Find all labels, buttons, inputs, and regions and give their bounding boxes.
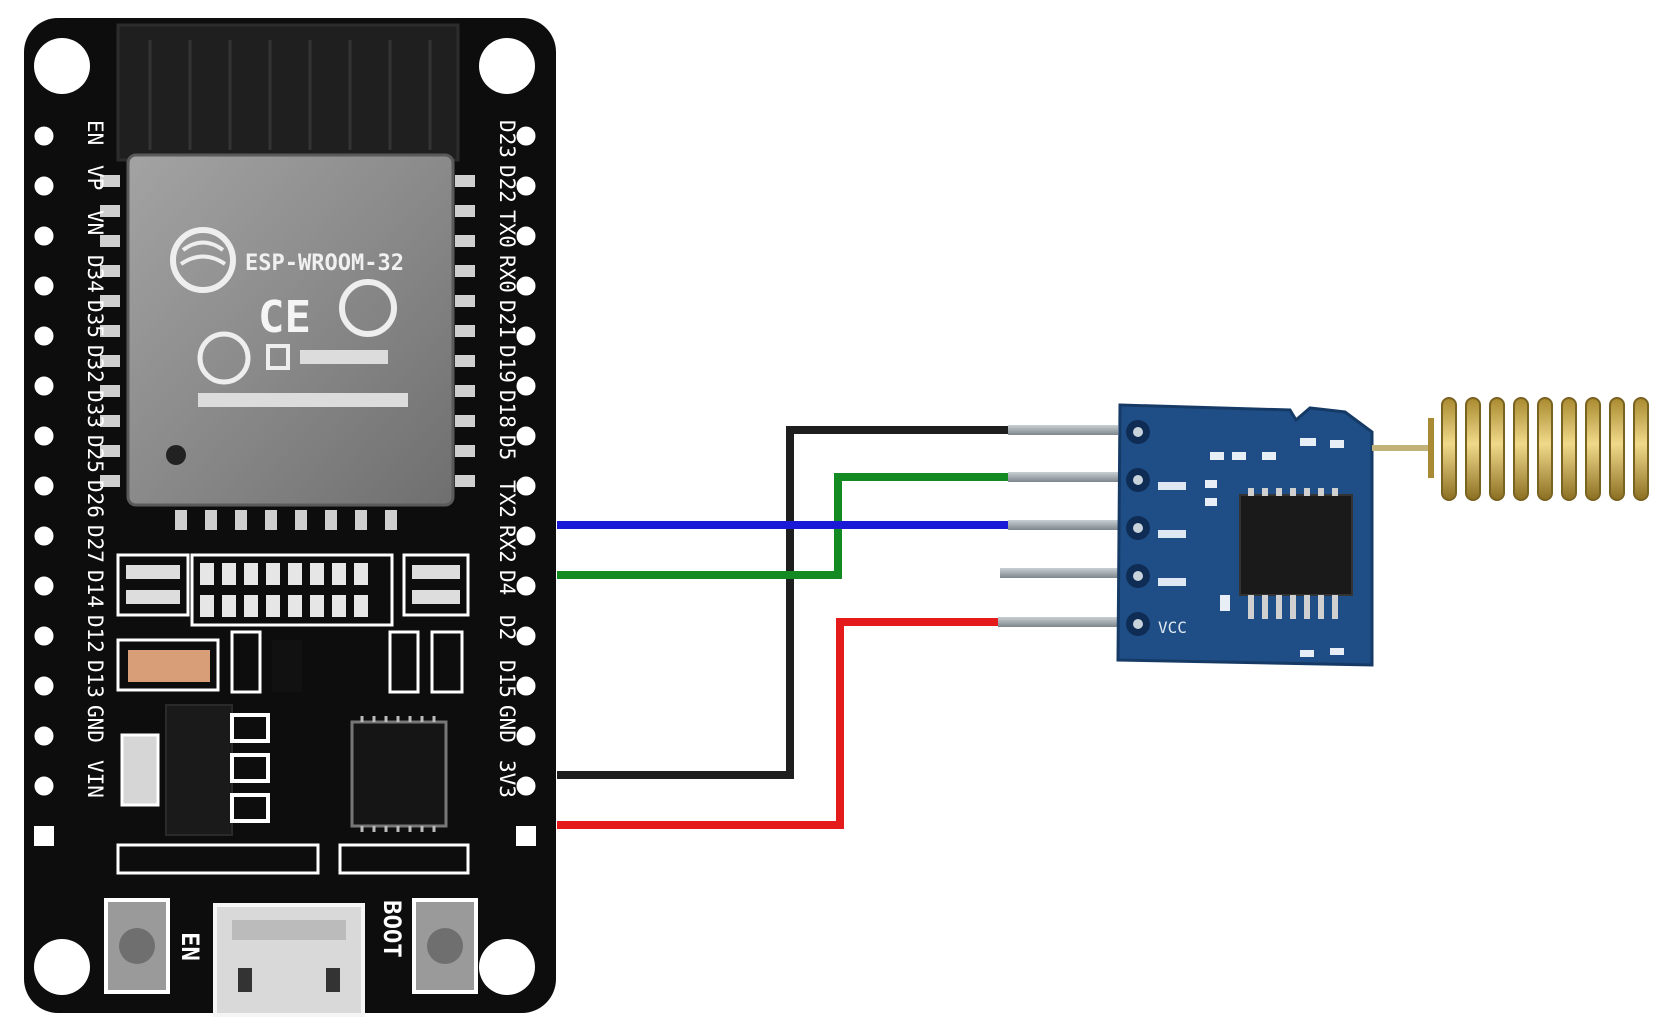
right-header [511,121,541,850]
pin-label-tx2: TX2 [495,480,519,518]
pin-label-d35: D35 [83,300,107,338]
en-button-label: EN [176,932,204,961]
wire-3v3-red [557,618,998,829]
pin-label-rx0: RX0 [495,255,519,293]
espressif-seal-icon [339,279,397,337]
pin-label-d12: D12 [83,615,107,653]
rf-module: VCC [998,403,1432,667]
pin-label-vn: VN [83,210,107,235]
mounting-hole-bottom-right [479,939,535,995]
pin-label-d5: D5 [495,435,519,460]
pin-label-d13: D13 [83,660,107,698]
pin-label-d2: D2 [495,615,519,640]
micro-usb-port[interactable] [213,903,365,1017]
pin-label-d21: D21 [495,300,519,338]
pin-label-d34: D34 [83,255,107,293]
espressif-logo-icon [170,227,236,293]
pin-label-d14: D14 [83,570,107,608]
pin-label-rx2: RX2 [495,525,519,563]
capacitor-outline [116,638,220,692]
pin-label-d33: D33 [83,390,107,428]
voltage-regulator [120,704,270,836]
pin-label-d26: D26 [83,480,107,518]
pin-label-en: EN [83,120,107,145]
smd-component-row [116,553,470,627]
usb-uart-chip [350,716,448,832]
left-header [29,121,59,850]
en-button[interactable] [104,898,170,994]
pin-label-d23: D23 [495,120,519,158]
boot-button[interactable] [412,898,478,994]
pin-label-vp: VP [83,165,107,190]
pin-label-gnd-left: GND [83,705,107,743]
rf-header-pins [998,425,1118,627]
esp32-board: ESP-WROOM-32 CE [24,18,556,1017]
pin-label-vin: VIN [83,760,107,798]
pin-label-tx0: TX0 [495,210,519,248]
rf-transceiver-chip [1239,488,1353,619]
pin-label-d19: D19 [495,345,519,383]
wires [557,426,1008,829]
module-label: ESP-WROOM-32 [245,251,404,276]
left-pin-labels: EN VP VN D34 D35 D32 D33 D25 D26 D27 D14… [83,120,107,798]
pin-label-d15: D15 [495,660,519,698]
right-pin-labels: D23 D22 TX0 RX0 D21 D19 D18 D5 TX2 RX2 D… [495,120,519,798]
pin-label-gnd-right: GND [495,705,519,743]
rf-pin-label-vcc: VCC [1158,618,1187,637]
ce-mark: CE [258,292,311,343]
mounting-hole-top-left [34,38,90,94]
pin-label-3v3: 3V3 [495,760,519,798]
spring-antenna-icon [1428,397,1649,501]
wire-gnd-black [557,426,1008,779]
antenna-lead [1372,445,1432,451]
module-side-pads [100,175,475,530]
pin-label-d27: D27 [83,525,107,563]
pin-label-d18: D18 [495,390,519,428]
wifi-antenna-area [118,25,458,160]
pin-label-d22: D22 [495,165,519,203]
mounting-hole-bottom-left [34,939,90,995]
certification-mark-icon [197,331,251,385]
pin-label-d32: D32 [83,345,107,383]
pin-label-d25: D25 [83,435,107,473]
pin-label-d4: D4 [495,570,519,595]
mounting-hole-top-right [479,38,535,94]
pin1-marker [166,445,186,465]
boot-button-label: BOOT [378,900,406,958]
capacitor [128,650,210,682]
